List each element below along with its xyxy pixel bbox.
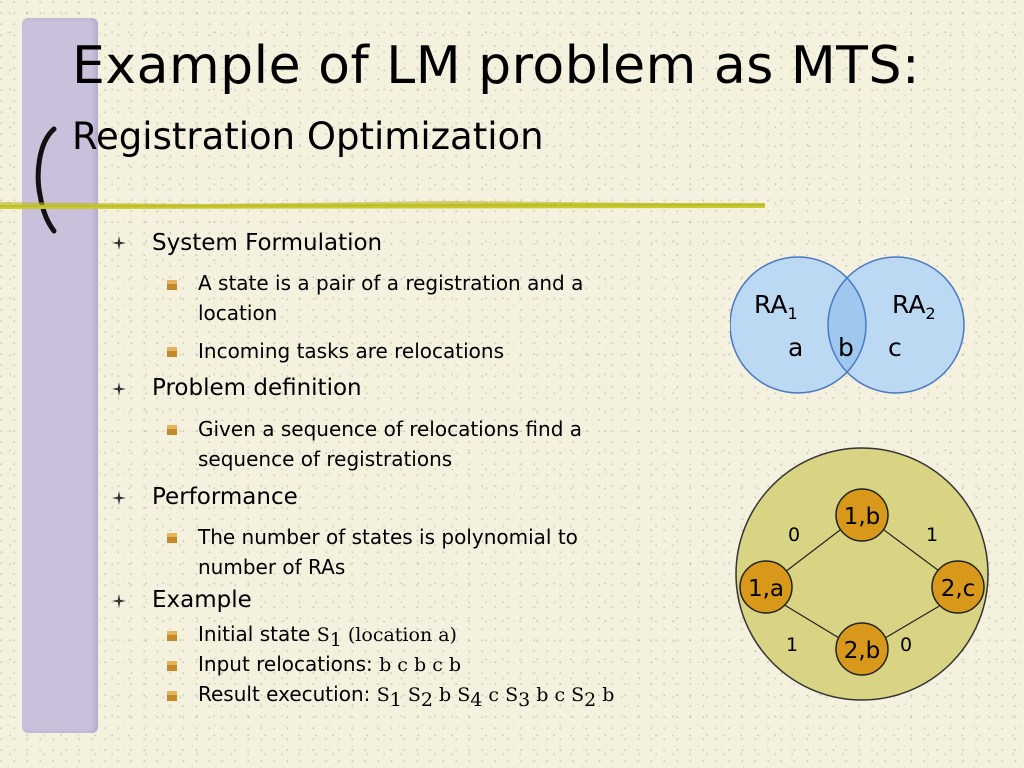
- svg-text:2,b: 2,b: [844, 638, 881, 664]
- decorative-sidebar: [22, 18, 98, 733]
- weight-top-right: 1: [926, 524, 938, 546]
- bullet-performance: Performance: [152, 484, 298, 510]
- star-bullet-icon: [112, 236, 126, 250]
- square-bullet-icon: [167, 425, 177, 435]
- svg-text:1,a: 1,a: [748, 576, 784, 602]
- venn-label-ra1: RA1: [754, 290, 798, 323]
- square-bullet-icon: [167, 661, 177, 671]
- square-bullet-icon: [167, 533, 177, 543]
- node-1a: 1,a: [739, 560, 793, 614]
- venn-circle-ra1: [730, 257, 866, 393]
- slide-title: Example of LM problem as MTS:: [72, 36, 920, 96]
- star-bullet-icon: [112, 594, 126, 608]
- sub-bullet-state: A state is a pair of a registration and …: [198, 271, 584, 325]
- title-underline: [0, 201, 765, 209]
- svg-text:2,c: 2,c: [941, 576, 976, 602]
- state-graph: 1,b 1,a 2,c 2,b 0 1 1 0: [735, 447, 989, 701]
- star-bullet-icon: [112, 382, 126, 396]
- square-bullet-icon: [167, 280, 177, 290]
- sub-bullet-problem: Given a sequence of relocations find a s…: [198, 417, 583, 471]
- venn-element-c: c: [888, 333, 902, 362]
- slide-subtitle: Registration Optimization: [72, 115, 544, 158]
- weight-bottom-left: 1: [786, 634, 798, 656]
- venn-diagram: RA1 RA2 a b c: [730, 256, 965, 394]
- square-bullet-icon: [167, 631, 177, 641]
- node-2b: 2,b: [835, 622, 889, 676]
- square-bullet-icon: [167, 347, 177, 357]
- square-bullet-icon: [167, 691, 177, 701]
- bullet-problem-definition: Problem definition: [152, 375, 362, 401]
- star-bullet-icon: [112, 491, 126, 505]
- brace-decoration: [35, 126, 57, 234]
- venn-label-ra2: RA2: [892, 290, 936, 323]
- venn-element-a: a: [788, 333, 803, 362]
- weight-top-left: 0: [788, 524, 800, 546]
- bullet-example: Example: [152, 587, 252, 613]
- sub-bullet-result-execution: Result execution: S1 S2 b S4 c S3 b c S2…: [198, 682, 615, 711]
- weight-bottom-right: 0: [900, 634, 912, 656]
- sub-bullet-input-relocations: Input relocations: b c b c b: [198, 652, 462, 676]
- svg-text:1,b: 1,b: [844, 504, 881, 530]
- node-2c: 2,c: [931, 560, 985, 614]
- graph-background-circle: [735, 447, 989, 701]
- venn-circle-ra2: [828, 257, 964, 393]
- sub-bullet-initial-state: Initial state S1 (location a): [198, 622, 457, 651]
- venn-element-b: b: [838, 333, 854, 362]
- bullet-system-formulation: System Formulation: [152, 230, 383, 256]
- sub-bullet-tasks: Incoming tasks are relocations: [198, 339, 505, 363]
- node-1b: 1,b: [835, 488, 889, 542]
- sub-bullet-performance: The number of states is polynomial to nu…: [198, 525, 578, 579]
